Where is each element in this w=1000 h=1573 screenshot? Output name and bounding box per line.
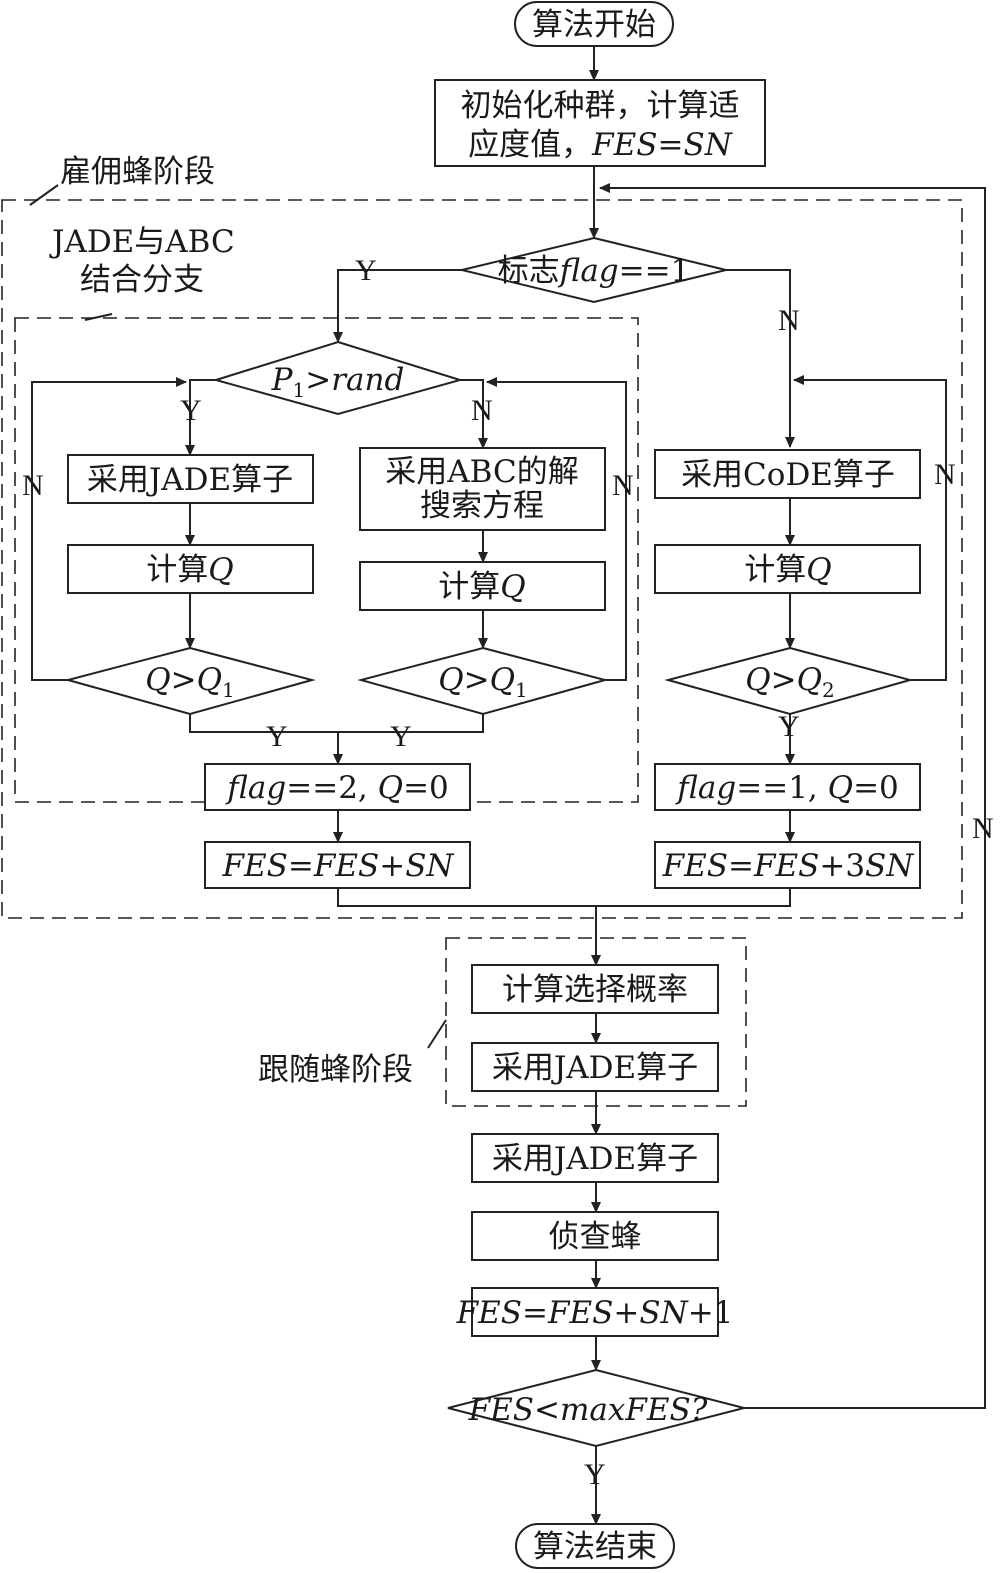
- calc-q-left-label: 计算Q: [146, 552, 233, 588]
- abc-equation-line-1: 采用ABC的解: [385, 454, 578, 490]
- onlooker-phase-leader: [427, 1019, 447, 1049]
- calc-q-right-label: 计算Q: [744, 552, 831, 588]
- scout-label: 侦查蜂: [549, 1219, 642, 1255]
- jade-onlooker-label: 采用JADE算子: [492, 1050, 698, 1086]
- fes-check-label: FES<maxFES?: [468, 1392, 708, 1428]
- middle-loop-no-label: N: [612, 469, 634, 502]
- onlooker-phase-label: 跟随蜂阶段: [258, 1052, 413, 1088]
- jade-onlooker-box: [471, 1042, 719, 1092]
- code-operator-box: [654, 449, 921, 499]
- init-line-2: 应度值，FES=SN: [468, 127, 734, 163]
- q-q2-label: Q>Q2: [745, 662, 835, 702]
- employed-phase-leader: [29, 184, 59, 206]
- branch-leader: [84, 313, 113, 321]
- flag-decision-label: 标志flag==1: [498, 253, 691, 289]
- p1-rand-label: P1>rand: [271, 362, 405, 402]
- end-label: 算法结束: [533, 1529, 657, 1565]
- p1-rand-decision: [212, 340, 464, 416]
- abc-equation-line-2: 搜索方程: [420, 488, 544, 524]
- fes-check-no-label: N: [972, 812, 994, 845]
- start-label: 算法开始: [532, 7, 656, 43]
- employed-phase-frame: [1, 199, 963, 919]
- flag-yes-label: Y: [355, 254, 377, 287]
- scout-box: [471, 1211, 719, 1261]
- flag-decision: [461, 236, 727, 304]
- left-loop-no-label: N: [22, 469, 44, 502]
- set-flag1-label: flag==1, Q=0: [675, 770, 899, 806]
- merge-yes-left-label: Y: [266, 720, 288, 753]
- q-q1-left-label: Q>Q1: [145, 662, 235, 702]
- select-prob-label: 计算选择概率: [502, 972, 688, 1008]
- employed-phase-label: 雇佣蜂阶段: [60, 154, 215, 190]
- branch-label-1: JADE与ABC: [49, 224, 235, 260]
- jade-operator-left-label: 采用JADE算子: [87, 462, 293, 498]
- flag-no-label: N: [778, 304, 800, 337]
- set-flag1-box: [654, 763, 921, 811]
- jade-operator-box-left: [67, 454, 314, 504]
- set-flag2-box: [204, 763, 471, 811]
- select-prob-box: [471, 964, 719, 1014]
- right-loop-no-label: N: [934, 458, 956, 491]
- p1-no-label: N: [471, 394, 493, 427]
- fes-update-box-left: [204, 841, 471, 889]
- end-terminal: [515, 1523, 675, 1569]
- q-q2-yes-label: Y: [778, 710, 800, 743]
- fes-update-final-label: FES=FES+SN+1: [456, 1295, 734, 1331]
- merge-yes-right-label: Y: [390, 720, 412, 753]
- init-box: [434, 79, 766, 167]
- p1-yes-label: Y: [180, 394, 202, 427]
- calc-q-box-right: [654, 544, 921, 594]
- calc-q-middle-label: 计算Q: [438, 569, 525, 605]
- set-flag2-label: flag==2, Q=0: [225, 770, 449, 806]
- fes-update-left-label: FES=FES+SN: [221, 848, 455, 884]
- fes-update-right-label: FES=FES+3SN: [662, 848, 916, 884]
- fes-check-yes-label: Y: [584, 1458, 606, 1491]
- fes-update-box-final: [471, 1287, 719, 1337]
- init-line-1: 初始化种群，计算适: [461, 88, 740, 124]
- code-operator-label: 采用CoDE算子: [681, 457, 895, 493]
- branch-label-2: 结合分支: [80, 262, 204, 298]
- fes-update-box-right: [654, 841, 921, 889]
- jade-after-label: 采用JADE算子: [492, 1141, 698, 1177]
- q-q1-middle-label: Q>Q1: [438, 662, 528, 702]
